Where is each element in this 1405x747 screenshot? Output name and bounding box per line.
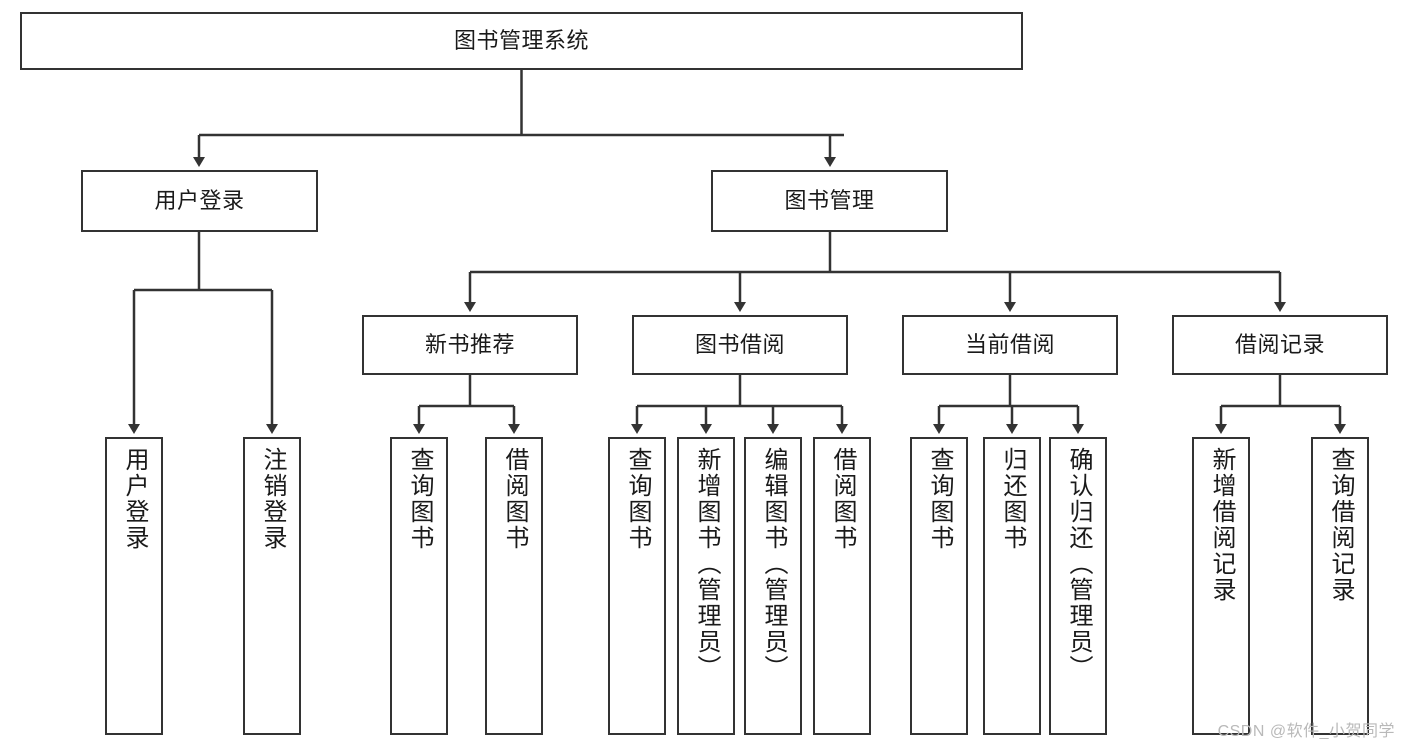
node-level1-book-management[interactable]: 图书管理 (711, 170, 948, 232)
node-level2-current-borrow[interactable]: 当前借阅 (902, 315, 1118, 375)
node-level2-book-borrow[interactable]: 图书借阅 (632, 315, 848, 375)
node-label: 新增图书（管理员） (693, 447, 720, 681)
watermark: CSDN @软件_小贺同学 (1217, 723, 1395, 740)
node-leaf-logout[interactable]: 注销登录 (243, 437, 301, 735)
node-leaf-borrow-book-recommend[interactable]: 借阅图书 (485, 437, 543, 735)
node-level2-new-book-recommend[interactable]: 新书推荐 (362, 315, 578, 375)
node-label: 用户登录 (154, 188, 245, 214)
node-label: 查询图书 (926, 447, 953, 551)
node-label: 新增借阅记录 (1208, 447, 1235, 603)
node-leaf-return-book[interactable]: 归还图书 (983, 437, 1041, 735)
node-label: 借阅记录 (1234, 332, 1325, 358)
node-label: 借阅图书 (501, 447, 528, 551)
node-label: 新书推荐 (424, 332, 515, 358)
node-leaf-query-book-borrow[interactable]: 查询图书 (608, 437, 666, 735)
node-label: 归还图书 (999, 447, 1026, 551)
node-label: 确认归还（管理员） (1065, 447, 1092, 681)
node-leaf-query-book-current[interactable]: 查询图书 (910, 437, 968, 735)
node-label: 查询借阅记录 (1327, 447, 1354, 603)
node-label: 借阅图书 (829, 447, 856, 551)
node-label: 图书借阅 (694, 332, 785, 358)
node-label: 用户登录 (121, 447, 148, 551)
node-label: 注销登录 (259, 447, 286, 551)
node-level2-borrow-record[interactable]: 借阅记录 (1172, 315, 1388, 375)
node-root[interactable]: 图书管理系统 (20, 12, 1023, 70)
node-leaf-add-book-admin[interactable]: 新增图书（管理员） (677, 437, 735, 735)
node-label: 当前借阅 (964, 332, 1055, 358)
node-level1-user-login[interactable]: 用户登录 (81, 170, 318, 232)
node-label: 图书管理系统 (453, 28, 589, 54)
node-label: 查询图书 (406, 447, 433, 551)
node-leaf-edit-book-admin[interactable]: 编辑图书（管理员） (744, 437, 802, 735)
node-label: 图书管理 (784, 188, 875, 214)
node-label: 查询图书 (624, 447, 651, 551)
node-leaf-add-borrow-record[interactable]: 新增借阅记录 (1192, 437, 1250, 735)
node-leaf-borrow-book[interactable]: 借阅图书 (813, 437, 871, 735)
node-leaf-query-borrow-record[interactable]: 查询借阅记录 (1311, 437, 1369, 735)
node-label: 编辑图书（管理员） (760, 447, 787, 681)
node-leaf-query-book-recommend[interactable]: 查询图书 (390, 437, 448, 735)
node-leaf-confirm-return-admin[interactable]: 确认归还（管理员） (1049, 437, 1107, 735)
node-leaf-user-login[interactable]: 用户登录 (105, 437, 163, 735)
